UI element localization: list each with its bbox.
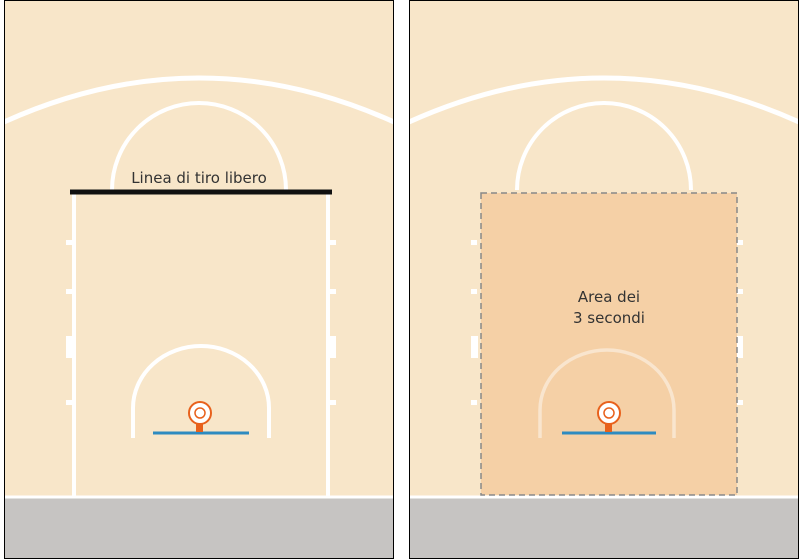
lane-mark: [737, 289, 743, 294]
court-diagram-right: [409, 0, 799, 559]
free-throw-circle: [515, 101, 693, 191]
three-second-area: [481, 193, 737, 495]
lane-mark: [66, 240, 72, 245]
left-court-panel: Linea di tiro libero: [4, 0, 394, 559]
lane-mark: [471, 289, 477, 294]
key-lines: [471, 240, 743, 405]
lane-mark: [66, 289, 72, 294]
lane-mark: [471, 400, 477, 405]
lane-mark: [330, 289, 336, 294]
rim: [188, 401, 212, 425]
court-floor: [4, 0, 394, 559]
restricted-area-arc: [131, 344, 271, 438]
three-second-area-label: Area dei 3 secondi: [509, 287, 709, 329]
lane-mark: [737, 240, 743, 245]
free-throw-line-label: Linea di tiro libero: [131, 169, 267, 187]
out-of-bounds-floor: [409, 497, 799, 559]
three-second-area-label-line2: 3 secondi: [573, 309, 645, 327]
rim-inner: [194, 407, 206, 419]
lane-mark: [330, 400, 336, 405]
three-second-area-label-line1: Area dei: [577, 288, 641, 306]
lane-block: [471, 336, 478, 358]
lane-mark: [471, 240, 477, 245]
rim-inner: [603, 407, 615, 419]
rim-bracket: [605, 423, 612, 432]
restricted-area-arc: [538, 348, 676, 438]
out-of-bounds-floor: [4, 497, 394, 559]
court-diagram-left: [4, 0, 394, 559]
rim-bracket: [196, 423, 203, 432]
right-court-panel: Area dei 3 secondi: [409, 0, 799, 559]
lane-mark: [66, 400, 72, 405]
three-second-area-outline: [480, 192, 738, 496]
key-lines: [66, 193, 336, 497]
lane-block: [736, 336, 743, 358]
three-point-line: [4, 75, 394, 125]
lane-block: [66, 336, 73, 358]
lane-mark: [737, 400, 743, 405]
three-point-line: [409, 75, 799, 125]
lane-block: [329, 336, 336, 358]
rim: [597, 401, 621, 425]
lane-mark: [330, 240, 336, 245]
free-throw-circle: [110, 101, 288, 191]
